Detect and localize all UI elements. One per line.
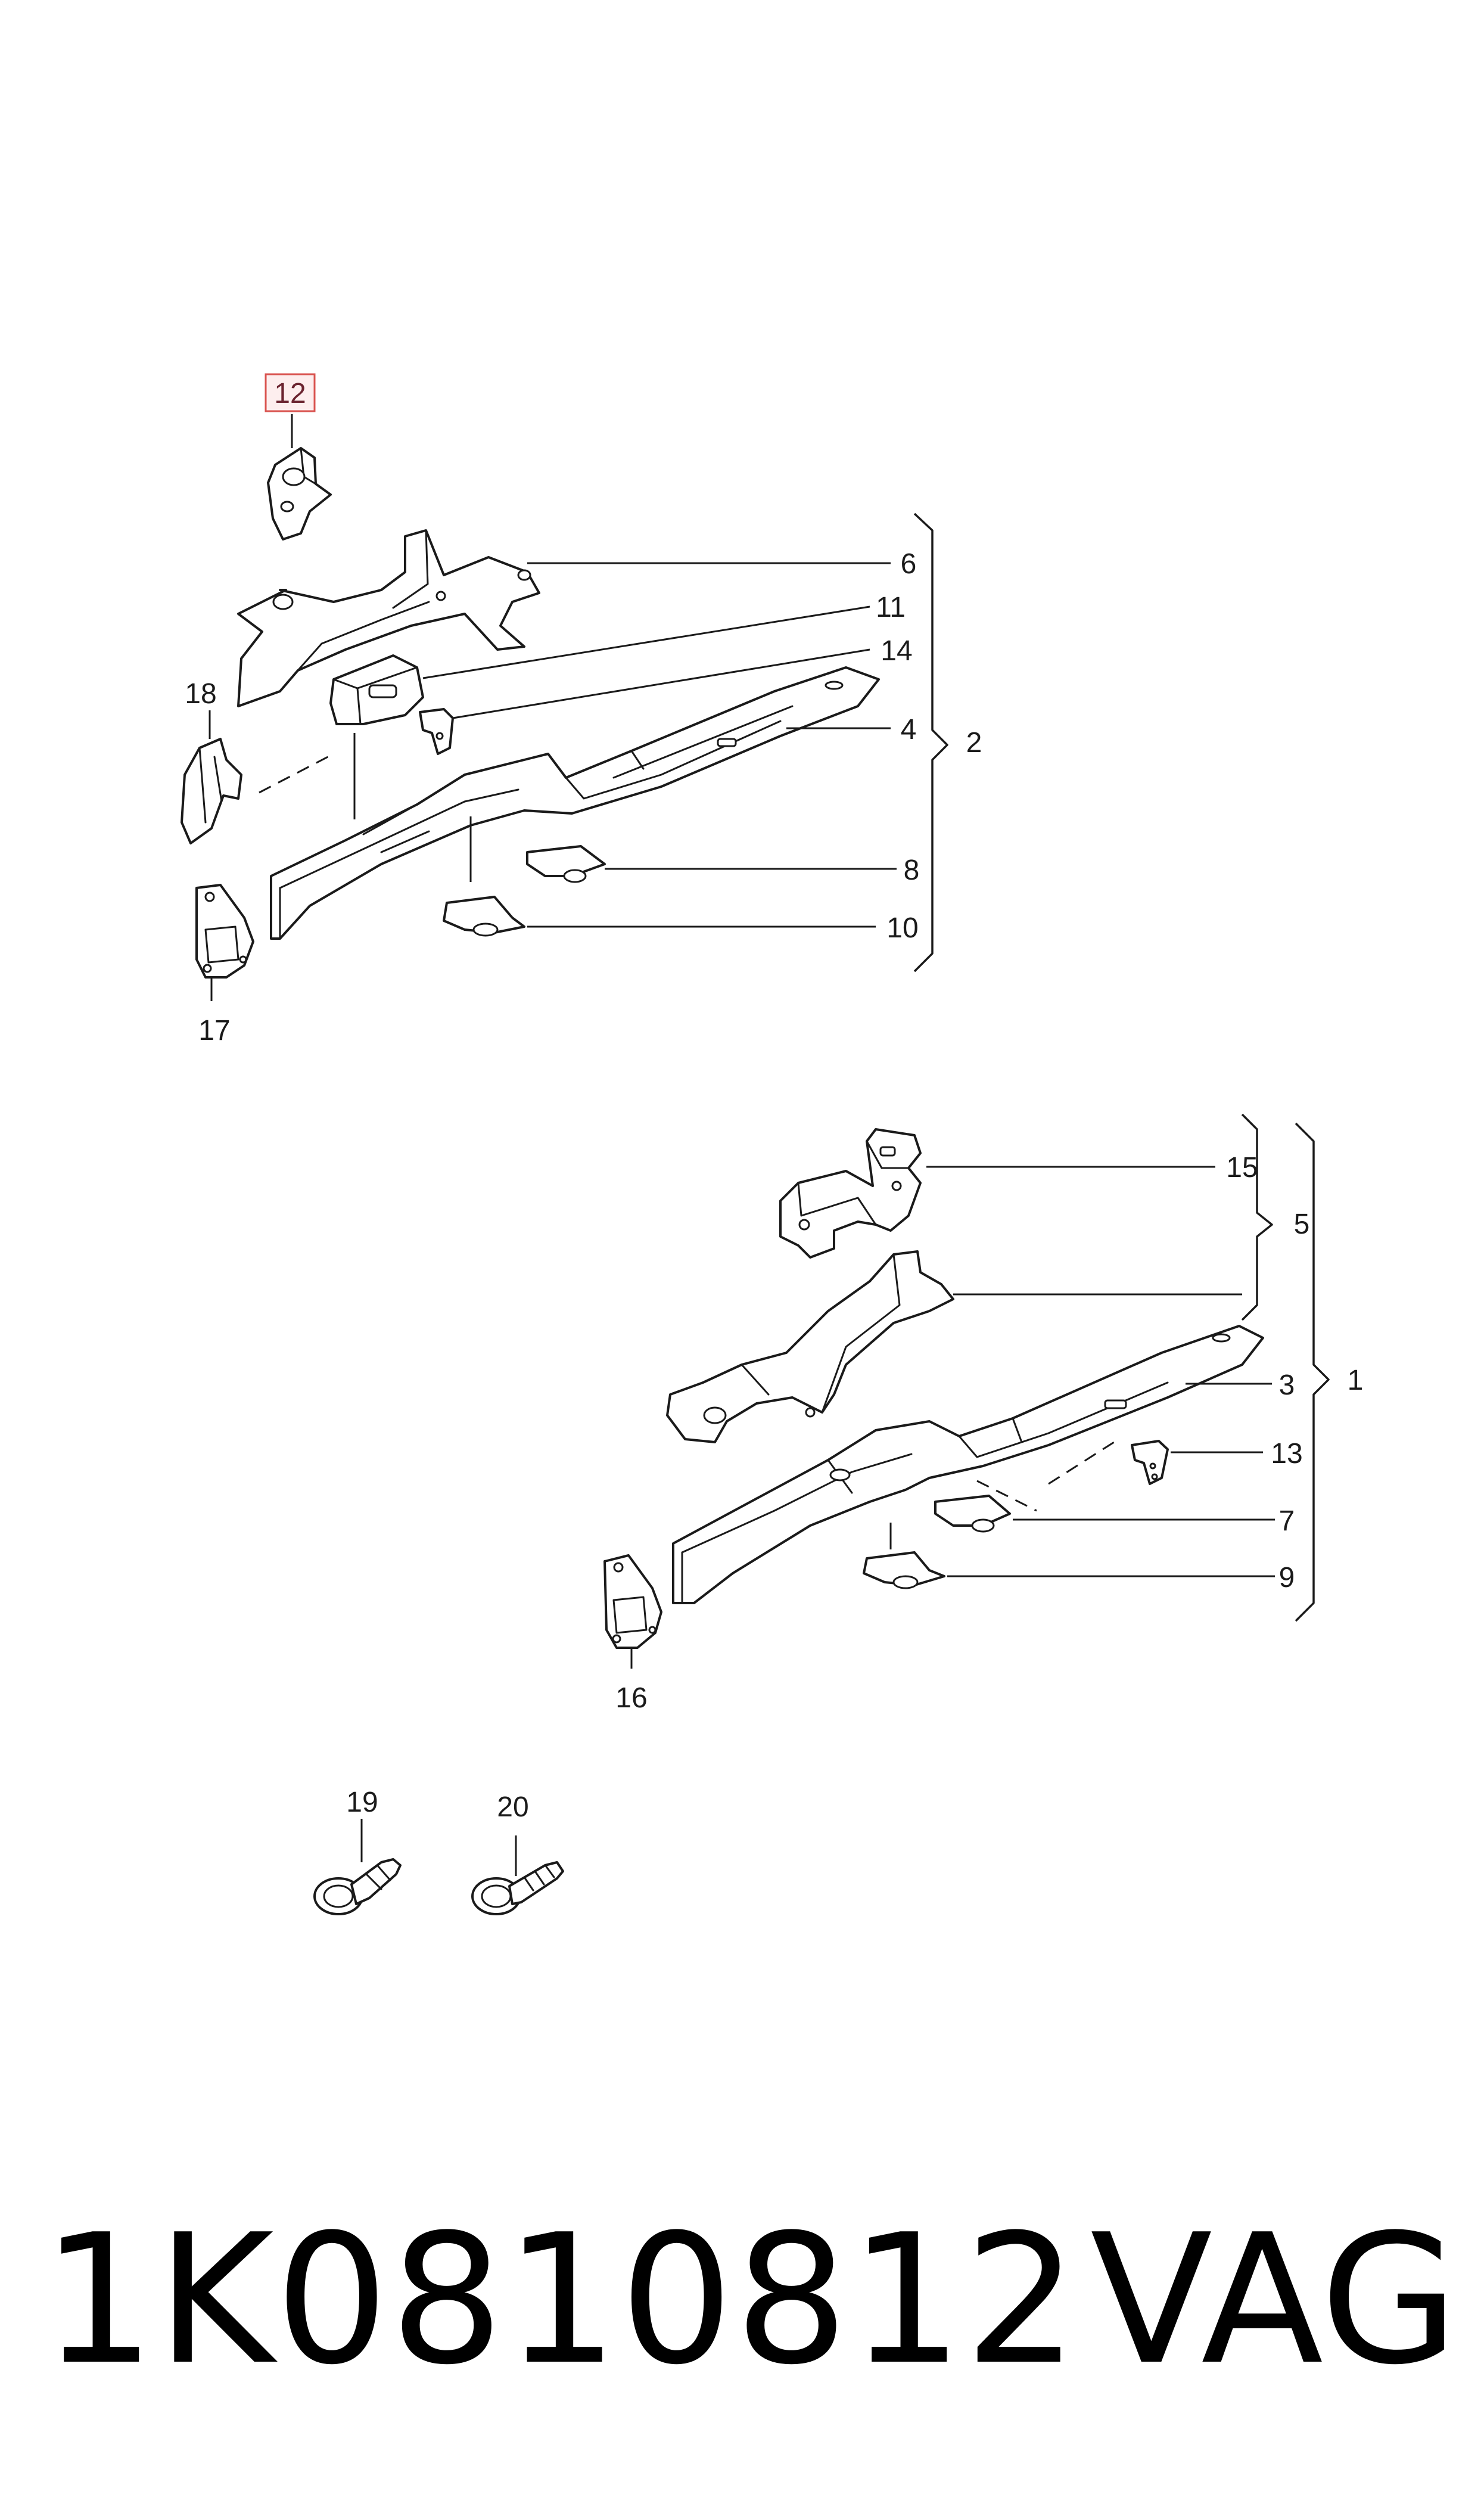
part-9-plate[interactable]	[863, 1551, 945, 1589]
part-18-side-bracket[interactable]	[181, 738, 242, 844]
brace-assembly-2	[913, 513, 948, 973]
callout-7[interactable]: 7	[1279, 1505, 1295, 1537]
brand-label: VAG	[1090, 2196, 1459, 2404]
part-16-end-plate[interactable]	[603, 1554, 662, 1649]
part-14-bracket[interactable]	[329, 654, 424, 725]
part-14-clip[interactable]	[419, 708, 454, 755]
callout-5[interactable]: 5	[1294, 1209, 1310, 1240]
callout-16[interactable]: 16	[615, 1682, 647, 1714]
callout-8[interactable]: 8	[904, 855, 920, 886]
part-5-member[interactable]	[666, 1250, 954, 1443]
dashed-connector-18	[259, 753, 334, 794]
part-20-screw[interactable]	[471, 1861, 564, 1915]
highlight-box-12	[265, 373, 316, 412]
part-6-reinforcement[interactable]	[237, 529, 540, 707]
callout-19[interactable]: 19	[346, 1787, 378, 1818]
callout-9[interactable]: 9	[1279, 1562, 1295, 1594]
callout-3[interactable]: 3	[1279, 1369, 1295, 1401]
callout-6[interactable]: 6	[901, 548, 917, 580]
leader-14	[452, 648, 870, 719]
part-13-clip[interactable]	[1131, 1440, 1169, 1485]
callout-17[interactable]: 17	[198, 1015, 230, 1046]
dashed-connector-3b	[1048, 1441, 1115, 1485]
callout-2[interactable]: 2	[966, 727, 982, 759]
part-12-bracket[interactable]	[267, 447, 332, 541]
callout-12[interactable]: 12	[274, 378, 306, 409]
part-19-push-clip[interactable]	[313, 1858, 402, 1915]
callout-10[interactable]: 10	[886, 912, 918, 944]
callout-20[interactable]: 20	[497, 1791, 528, 1823]
part-number: 1K0810812	[42, 2196, 1079, 2404]
callout-11[interactable]: 11	[876, 592, 906, 623]
part-17-end-plate[interactable]	[195, 884, 254, 979]
callout-4[interactable]: 4	[901, 714, 917, 746]
part-4-longitudinal-member[interactable]	[270, 666, 880, 940]
brace-assembly-5	[1241, 1113, 1273, 1321]
callout-18[interactable]: 18	[185, 678, 216, 710]
callout-1[interactable]: 1	[1348, 1365, 1364, 1396]
callout-13[interactable]: 13	[1271, 1438, 1302, 1470]
dashed-connector-3a	[976, 1480, 1037, 1512]
callout-14[interactable]: 14	[881, 635, 912, 667]
part-10-plate[interactable]	[443, 896, 525, 937]
footer: 1K0810812 VAG	[0, 2193, 1484, 2408]
callout-15[interactable]: 15	[1226, 1152, 1258, 1184]
part-3-longitudinal-member[interactable]	[672, 1325, 1264, 1604]
part-8-plate[interactable]	[526, 845, 606, 883]
leader-11	[422, 605, 870, 679]
brace-assembly-1	[1295, 1122, 1330, 1622]
part-15-bracket[interactable]	[779, 1128, 922, 1259]
part-7-plate[interactable]	[934, 1495, 1011, 1533]
